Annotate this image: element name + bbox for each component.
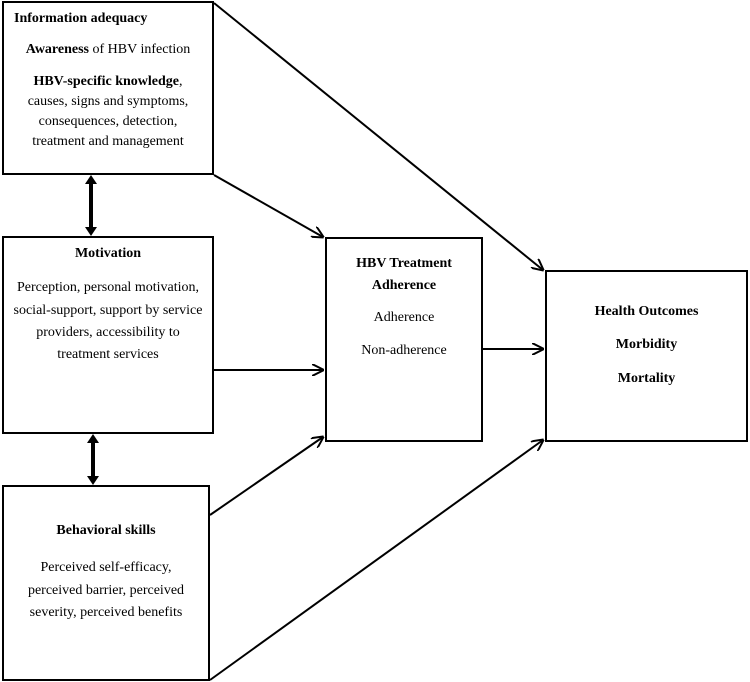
- treatment-adherence-title: HBV Treatment Adherence: [356, 256, 452, 293]
- knowledge-label: HBV-specific knowledge: [33, 73, 180, 89]
- bidirectional-arrow-info-motivation: [85, 175, 97, 236]
- behavioral-skills-box: Behavioral skills Perceived self-efficac…: [2, 485, 210, 681]
- arrow-info-to-health: [213, 2, 543, 270]
- awareness-label: Awareness: [25, 42, 90, 58]
- bidirectional-arrow-motivation-behavioral: [87, 434, 99, 485]
- morbidity-item: Morbidity: [615, 337, 678, 353]
- adherence-item: Adherence: [373, 310, 435, 326]
- information-adequacy-box: Information adequacy Awareness of HBV in…: [2, 1, 214, 175]
- motivation-title: Motivation: [74, 246, 142, 261]
- mortality-item: Mortality: [617, 370, 676, 386]
- arrow-info-to-adherence: [213, 174, 323, 237]
- information-adequacy-title: Information adequacy: [14, 11, 148, 26]
- behavioral-skills-body: Perceived self-efficacy, perceived barri…: [27, 560, 185, 621]
- awareness-text: Awareness of HBV infection: [12, 40, 204, 60]
- arrow-behavioral-to-adherence: [209, 437, 323, 516]
- health-outcomes-title: Health Outcomes: [594, 304, 699, 319]
- motivation-body: Perception, personal motivation, social-…: [13, 280, 203, 363]
- behavioral-skills-title: Behavioral skills: [56, 523, 156, 538]
- treatment-adherence-box: HBV Treatment Adherence Adherence Non-ad…: [325, 237, 483, 442]
- knowledge-text: HBV-specific knowledge, causes, signs an…: [12, 72, 204, 153]
- knowledge-detail: , causes, signs and symptoms, consequenc…: [27, 73, 189, 150]
- health-outcomes-box: Health Outcomes Morbidity Mortality: [545, 270, 748, 442]
- awareness-detail: of HBV infection: [89, 42, 191, 58]
- motivation-box: Motivation Perception, personal motivati…: [2, 236, 214, 434]
- arrow-behavioral-to-health: [209, 440, 543, 681]
- non-adherence-item: Non-adherence: [361, 342, 447, 358]
